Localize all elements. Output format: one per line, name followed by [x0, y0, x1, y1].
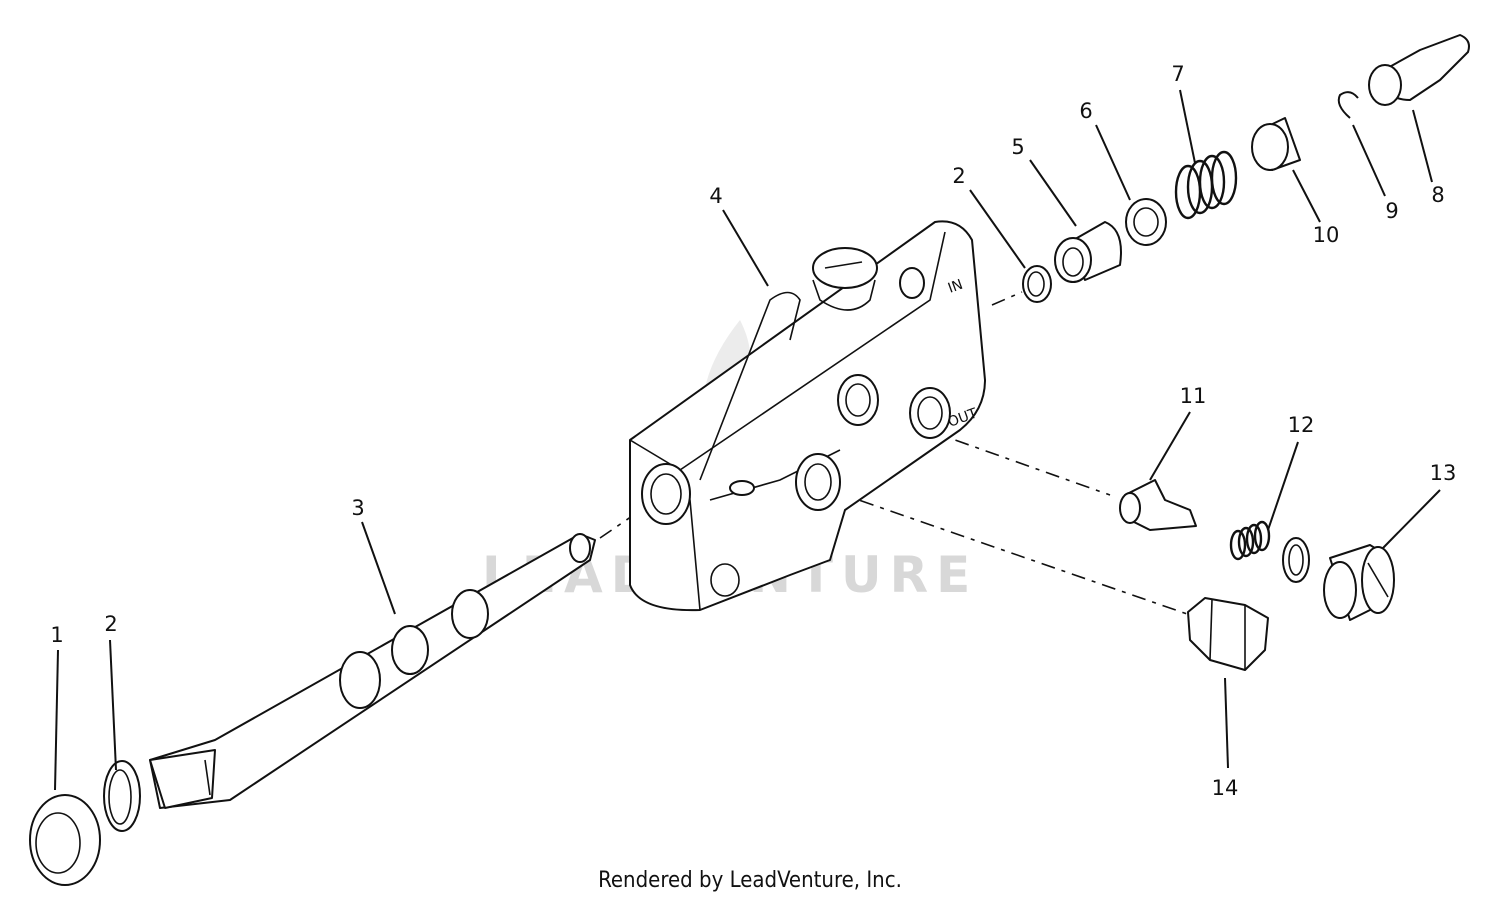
sleeve-part-10	[1251, 117, 1301, 171]
callout-13: 13	[1430, 461, 1457, 485]
render-credit: Rendered by LeadVenture, Inc.	[598, 868, 902, 893]
leader-lines	[54, 89, 1441, 791]
callout-4: 4	[709, 184, 722, 208]
callout-12: 12	[1288, 413, 1315, 437]
o-ring-part-2-lower	[103, 760, 141, 832]
spool-part-3	[149, 533, 596, 809]
pin-part-11	[1119, 479, 1197, 531]
hex-plug-part-14	[1187, 597, 1269, 671]
callout-10: 10	[1313, 223, 1340, 247]
washer-part-12	[1282, 537, 1310, 583]
callout-labels: 1 2 3 4 2 5 6 7 10 9 8 11 12 13 14	[50, 62, 1456, 800]
callout-1: 1	[50, 623, 63, 647]
callout-11: 11	[1180, 384, 1207, 408]
spring-part-7	[1174, 150, 1238, 220]
in-marking: IN	[946, 277, 965, 297]
slotted-plug-part-13	[1323, 544, 1395, 621]
callout-5: 5	[1011, 135, 1024, 159]
plug-part-8	[1368, 34, 1470, 106]
callout-6: 6	[1079, 99, 1092, 123]
callout-14: 14	[1212, 776, 1239, 800]
valve-body-part-4: IN OUT	[629, 220, 986, 612]
callout-2-lower: 2	[104, 612, 117, 636]
callout-7: 7	[1171, 62, 1184, 86]
o-ring-part-2-upper	[1022, 265, 1052, 303]
retaining-ring-part-9	[1337, 91, 1359, 119]
poppet-part-5	[1054, 221, 1122, 283]
callout-8: 8	[1431, 183, 1444, 207]
washer-part-6	[1125, 198, 1167, 246]
seal-part-1	[29, 794, 101, 886]
callout-3: 3	[351, 496, 364, 520]
spring-part-12	[1229, 520, 1271, 561]
callout-2-upper: 2	[952, 164, 965, 188]
callout-9: 9	[1385, 199, 1398, 223]
